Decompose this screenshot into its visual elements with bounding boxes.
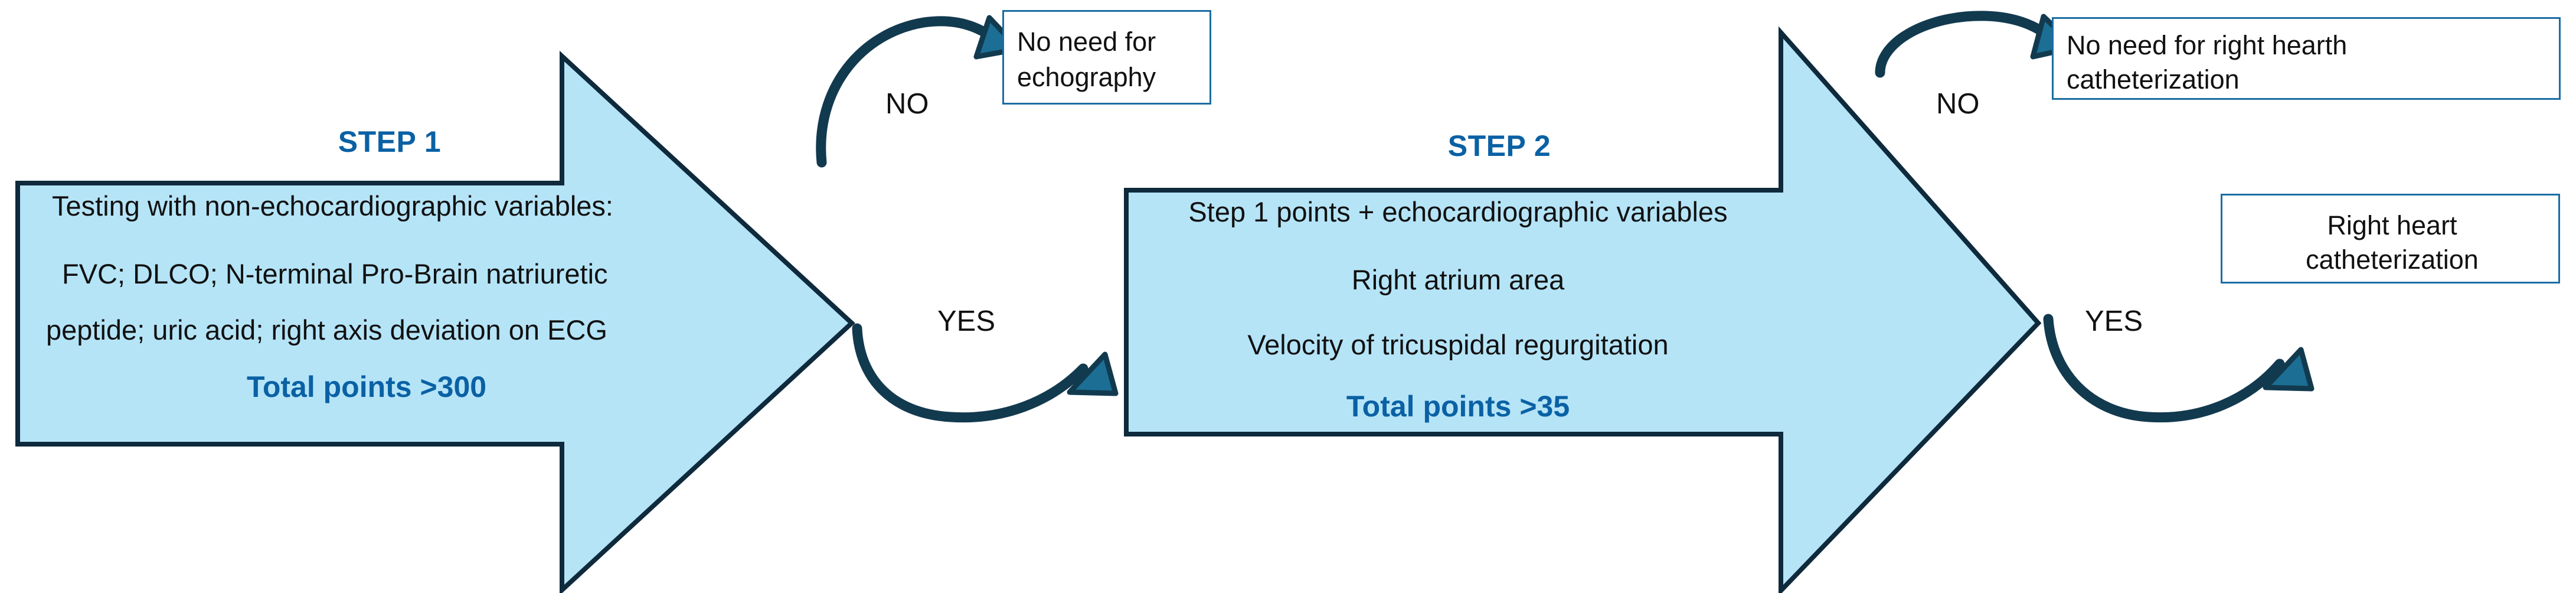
step2-line-2: Right atrium area [1351, 264, 1565, 295]
outcome-box-1-line-1: No need for [1017, 27, 1156, 57]
step1-line-3: peptide; uric acid; right axis deviation… [46, 314, 607, 346]
outcome-box-2-line-1: No need for right hearth [2067, 30, 2348, 60]
step2-total-points: Total points >35 [1346, 390, 1570, 423]
step2-no-curved-arrow [1875, 11, 2078, 78]
step1-label: STEP 1 [338, 125, 442, 158]
step2-branch-no-label: NO [1936, 88, 1980, 120]
step2-line-3: Velocity of tricuspidal regurgitation [1247, 329, 1669, 360]
outcome-box-1-line-2: echography [1017, 62, 1156, 92]
outcome-box-right-heart-catheterization[interactable]: Right heart catheterization [2221, 194, 2560, 284]
step1-total-points: Total points >300 [247, 370, 487, 403]
step2-line-1: Step 1 points + echocardiographic variab… [1188, 196, 1728, 227]
step2-branch-yes-label: YES [2085, 305, 2143, 337]
step2-label: STEP 2 [1447, 129, 1551, 162]
outcome-box-3-line-2: catheterization [2306, 245, 2479, 275]
step1-branch-no-label: NO [885, 88, 929, 120]
outcome-box-2-line-2: catheterization [2067, 64, 2240, 95]
outcome-box-no-need-echography[interactable]: No need for echography [1002, 10, 1211, 105]
step1-branch-yes-label: YES [937, 305, 996, 337]
outcome-box-no-need-right-hearth-catheterization[interactable]: No need for right hearth catheterization [2052, 17, 2561, 100]
step2-arrow-shape [1124, 26, 2042, 593]
step2-yes-curved-arrow [2043, 314, 2315, 423]
step1-line-2: FVC; DLCO; N-terminal Pro-Brain natriure… [62, 258, 608, 289]
step1-yes-curved-arrow [852, 323, 1119, 423]
step1-arrow-shape [15, 50, 855, 593]
outcome-box-3-line-1: Right heart [2327, 210, 2457, 240]
step1-line-1: Testing with non-echocardiographic varia… [52, 190, 613, 221]
